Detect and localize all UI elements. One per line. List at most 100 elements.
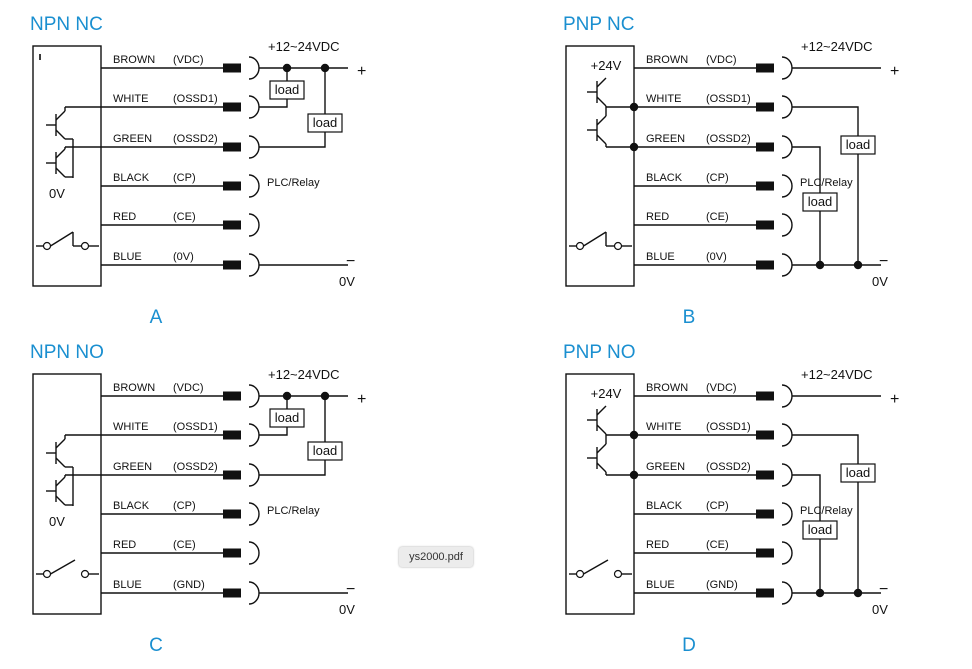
wire-signal-label: (GND) bbox=[173, 579, 205, 591]
wire-signal-label: (OSSD1) bbox=[173, 93, 218, 105]
connector bbox=[223, 541, 260, 565]
wire-signal-label: (OSSD1) bbox=[706, 93, 751, 105]
wire-signal-label: (CP) bbox=[706, 500, 729, 512]
switch-blade bbox=[50, 231, 74, 247]
wire-signal-label: (VDC) bbox=[173, 382, 204, 394]
connector-socket bbox=[781, 174, 793, 198]
connector bbox=[223, 581, 260, 605]
connector bbox=[223, 423, 260, 447]
panel-title: PNP NC bbox=[563, 14, 634, 35]
wire-color-label: GREEN bbox=[646, 133, 685, 145]
wire-color-label: BLACK bbox=[646, 172, 683, 184]
pnp-transistor-icon bbox=[587, 77, 607, 107]
connector-pin bbox=[756, 181, 774, 191]
connector-pin bbox=[223, 470, 241, 480]
wire-color-label: BLUE bbox=[113, 251, 142, 263]
supply-minus: − bbox=[879, 253, 888, 270]
transistor-emitter bbox=[596, 462, 607, 473]
connector-pin bbox=[756, 588, 774, 598]
wire-color-label: BLUE bbox=[646, 251, 675, 263]
connector bbox=[223, 95, 260, 119]
transistor-emitter bbox=[596, 134, 607, 145]
supply-minus: − bbox=[879, 581, 888, 598]
wire-color-label: WHITE bbox=[113, 93, 148, 105]
wire-color-label: GREEN bbox=[113, 461, 152, 473]
wire-signal-label: (CE) bbox=[706, 539, 729, 551]
junction-dot bbox=[815, 260, 825, 270]
wire-signal-label: (OSSD2) bbox=[706, 461, 751, 473]
plc-label: PLC/Relay bbox=[267, 505, 320, 517]
pnp-transistor-icon bbox=[587, 405, 607, 435]
load-label: load bbox=[313, 115, 338, 130]
connector bbox=[756, 174, 793, 198]
panel-title: NPN NO bbox=[30, 342, 104, 363]
wire-line bbox=[792, 146, 821, 193]
wiring-panel-c: NPN NOCBROWN(VDC)WHITE(OSSD1)GREEN(OSSD2… bbox=[30, 342, 366, 656]
load-label: load bbox=[808, 522, 833, 537]
connector-socket bbox=[248, 253, 260, 277]
connector-pin bbox=[756, 220, 774, 230]
transistor-collector bbox=[596, 77, 607, 88]
load-box: load bbox=[840, 135, 876, 155]
load-label: load bbox=[275, 82, 300, 97]
wire-signal-label: (GND) bbox=[706, 579, 738, 591]
connector-socket bbox=[781, 384, 793, 408]
wire-signal-label: (CP) bbox=[706, 172, 729, 184]
connector-pin bbox=[223, 63, 241, 73]
connector-socket bbox=[248, 56, 260, 80]
connector-pin bbox=[223, 588, 241, 598]
wire-signal-label: (OSSD2) bbox=[173, 461, 218, 473]
plc-label: PLC/Relay bbox=[267, 177, 320, 189]
connector-socket bbox=[248, 463, 260, 487]
wire-signal-label: (0V) bbox=[173, 251, 194, 263]
wire-line bbox=[259, 460, 326, 476]
switch-terminal bbox=[42, 569, 52, 579]
file-name-badge[interactable]: ys2000.pdf bbox=[399, 547, 473, 567]
connector-pin bbox=[223, 430, 241, 440]
connector-pin bbox=[223, 548, 241, 558]
panel-letter: C bbox=[149, 635, 163, 656]
wire-color-label: BLUE bbox=[113, 579, 142, 591]
transistor-emitter bbox=[55, 167, 66, 178]
npn-transistor-icon bbox=[46, 476, 66, 506]
connector-pin bbox=[223, 102, 241, 112]
connector-socket bbox=[781, 581, 793, 605]
wire-line bbox=[792, 434, 859, 464]
connector-pin bbox=[223, 509, 241, 519]
wire-color-label: RED bbox=[113, 211, 136, 223]
connector-pin bbox=[756, 142, 774, 152]
wire-line bbox=[792, 474, 821, 521]
connector-socket bbox=[781, 135, 793, 159]
sensor-housing bbox=[32, 45, 102, 287]
transistor-emitter bbox=[596, 96, 607, 107]
transistor-collector bbox=[55, 476, 66, 487]
connector-pin bbox=[223, 220, 241, 230]
wire-color-label: BLACK bbox=[113, 172, 150, 184]
reference-label: +24V bbox=[591, 58, 622, 73]
connector-socket bbox=[248, 423, 260, 447]
wire-color-label: GREEN bbox=[646, 461, 685, 473]
supply-zero-label: 0V bbox=[872, 602, 888, 617]
connector bbox=[756, 56, 793, 80]
junction-dot bbox=[815, 588, 825, 598]
connector-socket bbox=[248, 174, 260, 198]
connector bbox=[756, 95, 793, 119]
switch-blade bbox=[50, 559, 76, 575]
supply-plus: + bbox=[357, 391, 366, 408]
sensor-housing bbox=[32, 373, 102, 615]
switch-terminal bbox=[575, 241, 585, 251]
connector-socket bbox=[248, 502, 260, 526]
supply-label: +12~24VDC bbox=[801, 39, 873, 54]
connector-socket bbox=[781, 253, 793, 277]
panel-letter: B bbox=[683, 307, 696, 328]
connector-pin bbox=[756, 391, 774, 401]
connector bbox=[756, 213, 793, 237]
connector bbox=[756, 384, 793, 408]
load-box: load bbox=[269, 80, 305, 100]
wire-color-label: RED bbox=[113, 539, 136, 551]
wire-color-label: BROWN bbox=[113, 54, 155, 66]
connector bbox=[756, 541, 793, 565]
connector-socket bbox=[248, 541, 260, 565]
load-box: load bbox=[802, 520, 838, 540]
